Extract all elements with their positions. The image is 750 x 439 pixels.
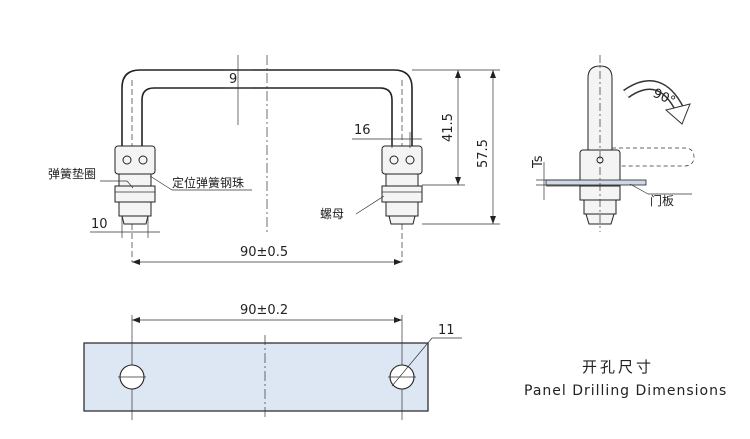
label-door-panel: 门板 xyxy=(650,193,674,208)
left-mounting-hardware xyxy=(114,145,156,225)
dim-height-total-label: 57.5 xyxy=(476,139,491,168)
dim-center-distance-holes-label: 90±0.2 xyxy=(240,303,288,318)
dim-washer-width: 10 xyxy=(90,216,160,238)
caption-title-cn: 开孔尺寸 xyxy=(582,358,654,376)
caption-title-en: Panel Drilling Dimensions xyxy=(524,383,727,399)
dim-heights: 41.5 57.5 xyxy=(412,69,500,225)
label-nut: 螺母 xyxy=(320,207,344,221)
dim-washer-width-label: 10 xyxy=(91,217,108,232)
dim-panel-thickness-label: Ts xyxy=(531,155,546,169)
label-locating-ball: 定位弹簧钢珠 xyxy=(172,175,244,190)
dim-hole-diameter-label: 11 xyxy=(438,323,455,338)
panel-drilling-view: 90±0.2 11 xyxy=(83,303,462,420)
handle-front-view: 9 16 41.5 57.5 10 xyxy=(48,55,500,265)
dim-panel-thickness: Ts xyxy=(531,155,580,200)
dim-center-distance-handle: 90±0.5 xyxy=(132,245,402,265)
dim-center-distance-handle-label: 90±0.5 xyxy=(240,245,288,260)
rotation-arrow: 90° xyxy=(623,80,691,125)
dim-screw-width-label: 16 xyxy=(354,123,371,138)
handle-side-view: 90° Ts 门板 xyxy=(531,55,695,232)
dim-screw-width: 16 xyxy=(352,123,422,148)
dim-handle-thickness-label: 9 xyxy=(229,72,237,87)
dim-height-inner-label: 41.5 xyxy=(441,113,456,142)
label-spring-washer: 弹簧垫圈 xyxy=(48,166,96,181)
right-mounting-hardware xyxy=(381,145,423,225)
dim-handle-thickness: 9 xyxy=(225,55,252,125)
